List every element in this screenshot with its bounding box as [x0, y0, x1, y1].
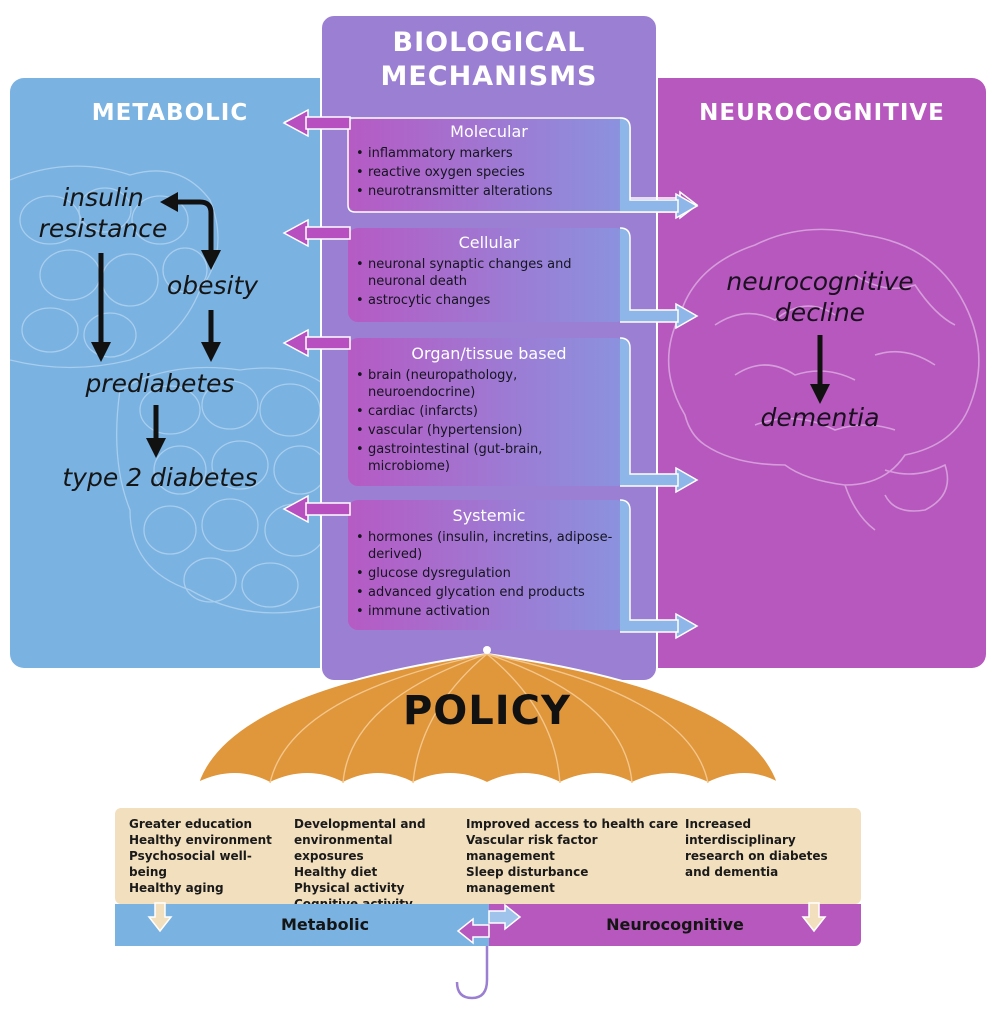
down-arrow-left	[147, 902, 173, 933]
mechanism-arrows	[282, 108, 699, 640]
umbrella-handle	[455, 930, 489, 1000]
mechanism-item: neuronal synaptic changes and neuronal d…	[356, 256, 622, 290]
right-arrowhead-cellular	[675, 302, 699, 330]
type2-diabetes-label: type 2 diabetes	[62, 463, 258, 492]
policy-column-3: Improved access to health care Vascular …	[466, 816, 681, 896]
policy-item: Increased interdisciplinary research on …	[685, 817, 828, 879]
decline-dementia-arrow	[810, 335, 830, 404]
right-arrow-small	[488, 903, 522, 931]
policy-item: Physical activity	[294, 881, 405, 895]
policy-item: Improved access to health care	[466, 817, 679, 831]
bottom-neurocognitive-label: Neurocognitive	[606, 915, 744, 934]
right-arrowhead-systemic	[675, 612, 699, 640]
left-arrowshaft-cellular	[305, 226, 351, 240]
right-arrowhead-organ	[675, 466, 699, 494]
neurocognitive-bar	[489, 904, 861, 946]
policy-title: POLICY	[402, 688, 571, 734]
obesity-label: obesity	[166, 271, 259, 300]
mechanism-item: immune activation	[356, 603, 622, 620]
mechanism-item: reactive oxygen species	[356, 164, 622, 181]
mechanism-molecular: Molecular inflammatory markers reactive …	[356, 122, 622, 202]
policy-item: Healthy diet	[294, 865, 378, 879]
metabolic-panel	[10, 78, 340, 668]
mechanisms-title: BIOLOGICAL MECHANISMS	[320, 26, 658, 94]
insulin-obesity-arrow	[176, 199, 214, 252]
right-shaft-systemic	[619, 499, 679, 633]
neurocognitive-panel	[640, 78, 986, 668]
mechanism-item: astrocytic changes	[356, 292, 622, 309]
right-shaft-cellular	[619, 227, 679, 323]
mechanism-item: cardiac (infarcts)	[356, 403, 622, 420]
left-arrowshaft-organ	[305, 336, 351, 350]
umbrella-icon	[196, 646, 780, 1000]
left-arrowshaft-molecular	[305, 116, 351, 130]
mechanism-organ: Organ/tissue based brain (neuropathology…	[356, 344, 622, 477]
insulin-resistance-label: insulin resistance	[38, 183, 168, 243]
policy-item: Psychosocial well-being	[129, 849, 252, 879]
mechanism-title: Cellular	[458, 233, 520, 252]
dementia-label: dementia	[760, 403, 880, 432]
mechanism-item: brain (neuropathology, neuroendocrine)	[356, 367, 622, 401]
policy-item: Greater education	[129, 817, 253, 831]
down-arrow-right	[801, 902, 827, 933]
bottom-arrows	[147, 902, 827, 945]
left-arrowshaft-systemic	[305, 502, 351, 516]
policy-column-1: Greater education Healthy environment Ps…	[129, 816, 289, 896]
policy-box	[115, 808, 861, 904]
mechanism-item: advanced glycation end products	[356, 584, 622, 601]
policy-column-4: Increased interdisciplinary research on …	[685, 816, 855, 880]
policy-item: Developmental and environmental exposure…	[294, 817, 426, 863]
bottom-metabolic-label: Metabolic	[280, 915, 370, 934]
brain-outline-icon	[667, 228, 980, 531]
policy-column-2: Developmental and environmental exposure…	[294, 816, 464, 912]
policy-item: Vascular risk factor management	[466, 833, 598, 863]
metabolic-title: METABOLIC	[91, 100, 249, 126]
metabolic-flow-arrows	[91, 192, 221, 458]
policy-item: Sleep disturbance management	[466, 865, 589, 895]
right-shaft-molecular	[619, 117, 679, 213]
mechanism-item: gastrointestinal (gut-brain, microbiome)	[356, 441, 622, 475]
mechanisms-title-line1: BIOLOGICAL	[392, 27, 586, 58]
policy-item: Healthy aging	[129, 881, 224, 895]
mechanism-item: hormones (insulin, incretins, adipose-de…	[356, 529, 622, 563]
mechanism-title: Organ/tissue based	[411, 344, 567, 363]
policy-item: Healthy environment	[129, 833, 272, 847]
mechanism-title: Systemic	[452, 506, 526, 525]
neurocognitive-decline-label: neurocognitive decline	[726, 267, 914, 327]
metabolic-bar	[115, 904, 489, 946]
mechanism-cellular: Cellular neuronal synaptic changes and n…	[356, 233, 622, 311]
mechanisms-title-line2: MECHANISMS	[380, 61, 598, 92]
mechanism-item: vascular (hypertension)	[356, 422, 622, 439]
neurocognitive-title: NEUROCOGNITIVE	[699, 100, 945, 126]
right-shaft-organ	[619, 337, 679, 487]
mechanism-title: Molecular	[450, 122, 528, 141]
mechanism-systemic: Systemic hormones (insulin, incretins, a…	[356, 506, 622, 622]
mechanism-item: inflammatory markers	[356, 145, 622, 162]
left-arrow-small	[456, 917, 490, 945]
mechanism-item: neurotransmitter alterations	[356, 183, 622, 200]
prediabetes-label: prediabetes	[85, 369, 235, 398]
mechanism-item: glucose dysregulation	[356, 565, 622, 582]
